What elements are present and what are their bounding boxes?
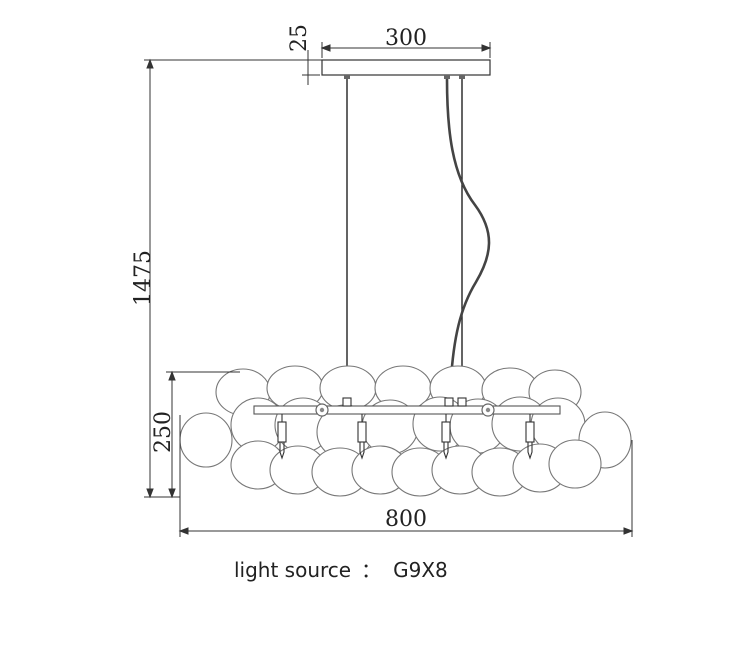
lamp-holders xyxy=(277,414,535,460)
body-height-label: 250 xyxy=(151,411,176,453)
canopy-height-label: 25 xyxy=(287,24,312,52)
canopy-width-label: 300 xyxy=(385,26,427,51)
glass-bubble-cluster xyxy=(179,365,632,497)
dimension-body-width: 800 xyxy=(178,415,634,537)
dimension-overall-height: 1475 xyxy=(131,58,322,499)
lamp-holder xyxy=(525,414,535,460)
power-cord xyxy=(445,78,491,401)
ceiling-canopy xyxy=(321,59,491,79)
light-source-caption: light source ： G9X8 xyxy=(234,554,448,583)
overall-height-label: 1475 xyxy=(131,250,156,306)
light-source-label: light source xyxy=(234,558,352,582)
body-width-label: 800 xyxy=(385,507,427,532)
light-source-separator: ： xyxy=(361,558,382,582)
light-source-value: G9X8 xyxy=(393,558,448,582)
dimension-body-height: 250 xyxy=(151,370,240,499)
lamp-holder xyxy=(277,414,287,460)
lamp-holder xyxy=(357,414,367,460)
dimension-canopy-height: 25 xyxy=(287,24,320,85)
frame-bar xyxy=(253,397,561,417)
dimension-canopy-width: 300 xyxy=(320,26,492,58)
suspension-cables xyxy=(346,79,463,400)
lamp-holder xyxy=(441,414,451,460)
